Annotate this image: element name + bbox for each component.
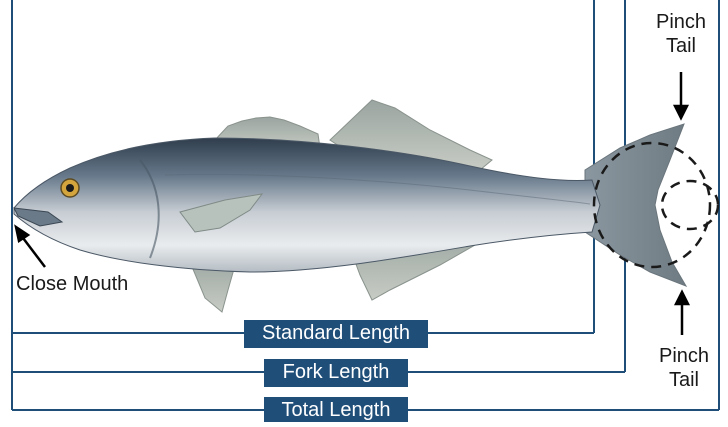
pinch-tail-top-line2: Tail (647, 34, 715, 58)
fish-pupil (66, 184, 74, 192)
total-length-badge: Total Length (264, 397, 408, 422)
pinch-tail-top-line1: Pinch (647, 10, 715, 34)
fork-length-badge: Fork Length (264, 359, 408, 387)
close-mouth-arrowhead (16, 227, 28, 241)
pinch-tail-bottom-line2: Tail (650, 368, 718, 392)
pinch-tail-bottom-arrowhead (676, 292, 688, 304)
pinch-tail-top-arrowhead (675, 106, 687, 118)
pinch-tail-bottom-label: Pinch Tail (650, 344, 718, 392)
pinch-tail-bottom-line1: Pinch (650, 344, 718, 368)
standard-length-badge: Standard Length (244, 320, 428, 348)
fish-body (14, 138, 600, 272)
pinch-tail-top-label: Pinch Tail (647, 10, 715, 58)
close-mouth-label: Close Mouth (16, 272, 128, 296)
